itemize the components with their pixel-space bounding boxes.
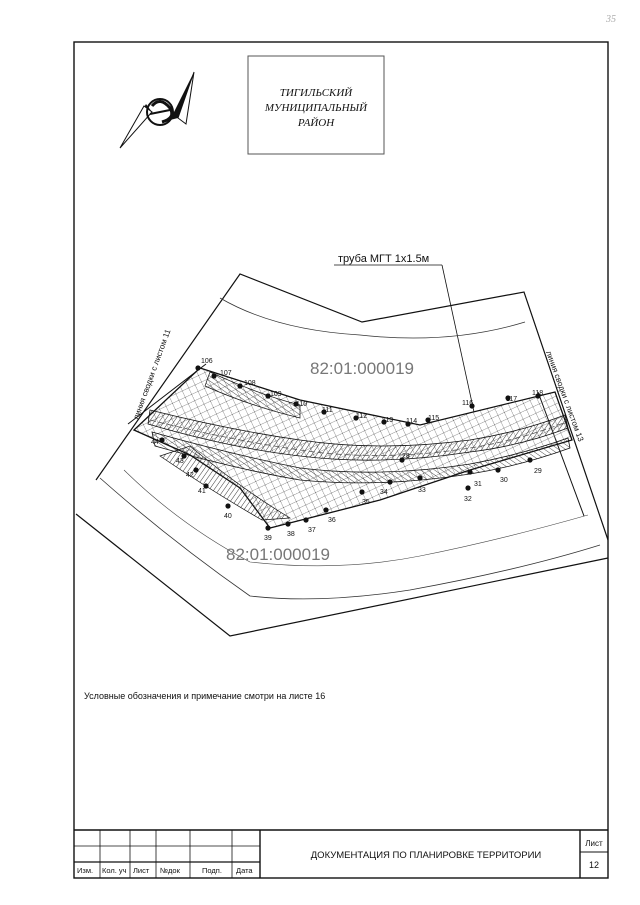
point-label: 28 xyxy=(402,453,410,460)
point-label: 106 xyxy=(201,358,213,365)
point-label: 31 xyxy=(474,481,482,488)
point-label: 115 xyxy=(428,415,439,422)
point-label: 40 xyxy=(224,513,232,520)
legend-note: Условные обозначения и примечание смотри… xyxy=(84,691,325,701)
point-label: 43 xyxy=(176,458,184,465)
point-label: 109 xyxy=(270,391,282,398)
point-label: 116 xyxy=(462,400,473,407)
point-label: 36 xyxy=(328,517,336,524)
point-label: 108 xyxy=(244,380,256,387)
point-label: 42 xyxy=(186,472,194,479)
pipe-label: труба МГТ 1х1.5м xyxy=(338,253,429,265)
point-label: 32 xyxy=(464,496,472,503)
point-label: 107 xyxy=(220,370,232,377)
column-header: №док xyxy=(160,866,181,875)
point-label: 33 xyxy=(418,487,426,494)
document-title: ДОКУМЕНТАЦИЯ ПО ПЛАНИРОВКЕ ТЕРРИТОРИИ xyxy=(311,850,542,861)
north-arrow-icon xyxy=(119,71,195,149)
point-label: 37 xyxy=(308,527,316,534)
title-block xyxy=(74,829,608,878)
column-header: Подп. xyxy=(202,866,222,875)
point-label: 112 xyxy=(356,413,367,420)
district-name-line3: РАЙОН xyxy=(297,117,335,129)
point-label: 29 xyxy=(534,468,542,475)
parcel-boundary-lower xyxy=(75,513,609,637)
point-labels: 106 107 108 109 110 111 112 113 114 115 … xyxy=(151,358,543,542)
point-label: 117 xyxy=(506,396,517,403)
point-label: 34 xyxy=(380,489,388,496)
point-label: 110 xyxy=(296,401,307,408)
parcel-boundary-upper xyxy=(95,273,609,541)
point-label: 41 xyxy=(198,488,206,495)
sheet-label: Лист xyxy=(585,839,603,848)
point-label: 118 xyxy=(532,390,543,397)
site-plan xyxy=(75,273,609,637)
pipe-leader-line xyxy=(441,264,475,413)
sheet-number: 12 xyxy=(589,860,599,870)
district-name-line1: ТИГИЛЬСКИЙ xyxy=(280,87,354,99)
district-label-box xyxy=(247,55,385,155)
point-label: 39 xyxy=(264,535,272,542)
point-label: 30 xyxy=(500,477,508,484)
cadastral-number-upper: 82:01:000019 xyxy=(310,359,414,378)
point-label: 35 xyxy=(362,499,370,506)
column-header: Кол. уч xyxy=(102,866,127,875)
column-header: Лист xyxy=(133,866,150,875)
point-label: 38 xyxy=(287,531,295,538)
sheet-frame xyxy=(73,41,609,879)
point-label: 113 xyxy=(382,417,393,424)
point-label: 111 xyxy=(322,407,333,414)
point-label: 114 xyxy=(406,418,417,425)
column-header: Изм. xyxy=(77,866,93,875)
point-label: 44 xyxy=(151,439,159,446)
column-header: Дата xyxy=(236,866,253,875)
sheet-corner-mark: 35 xyxy=(606,14,616,25)
title-block-columns: Изм. Кол. уч Лист №док Подп. Дата xyxy=(77,866,253,875)
cadastral-number-lower: 82:01:000019 xyxy=(226,545,330,564)
district-name-line2: МУНИЦИПАЛЬНЫЙ xyxy=(264,102,368,114)
